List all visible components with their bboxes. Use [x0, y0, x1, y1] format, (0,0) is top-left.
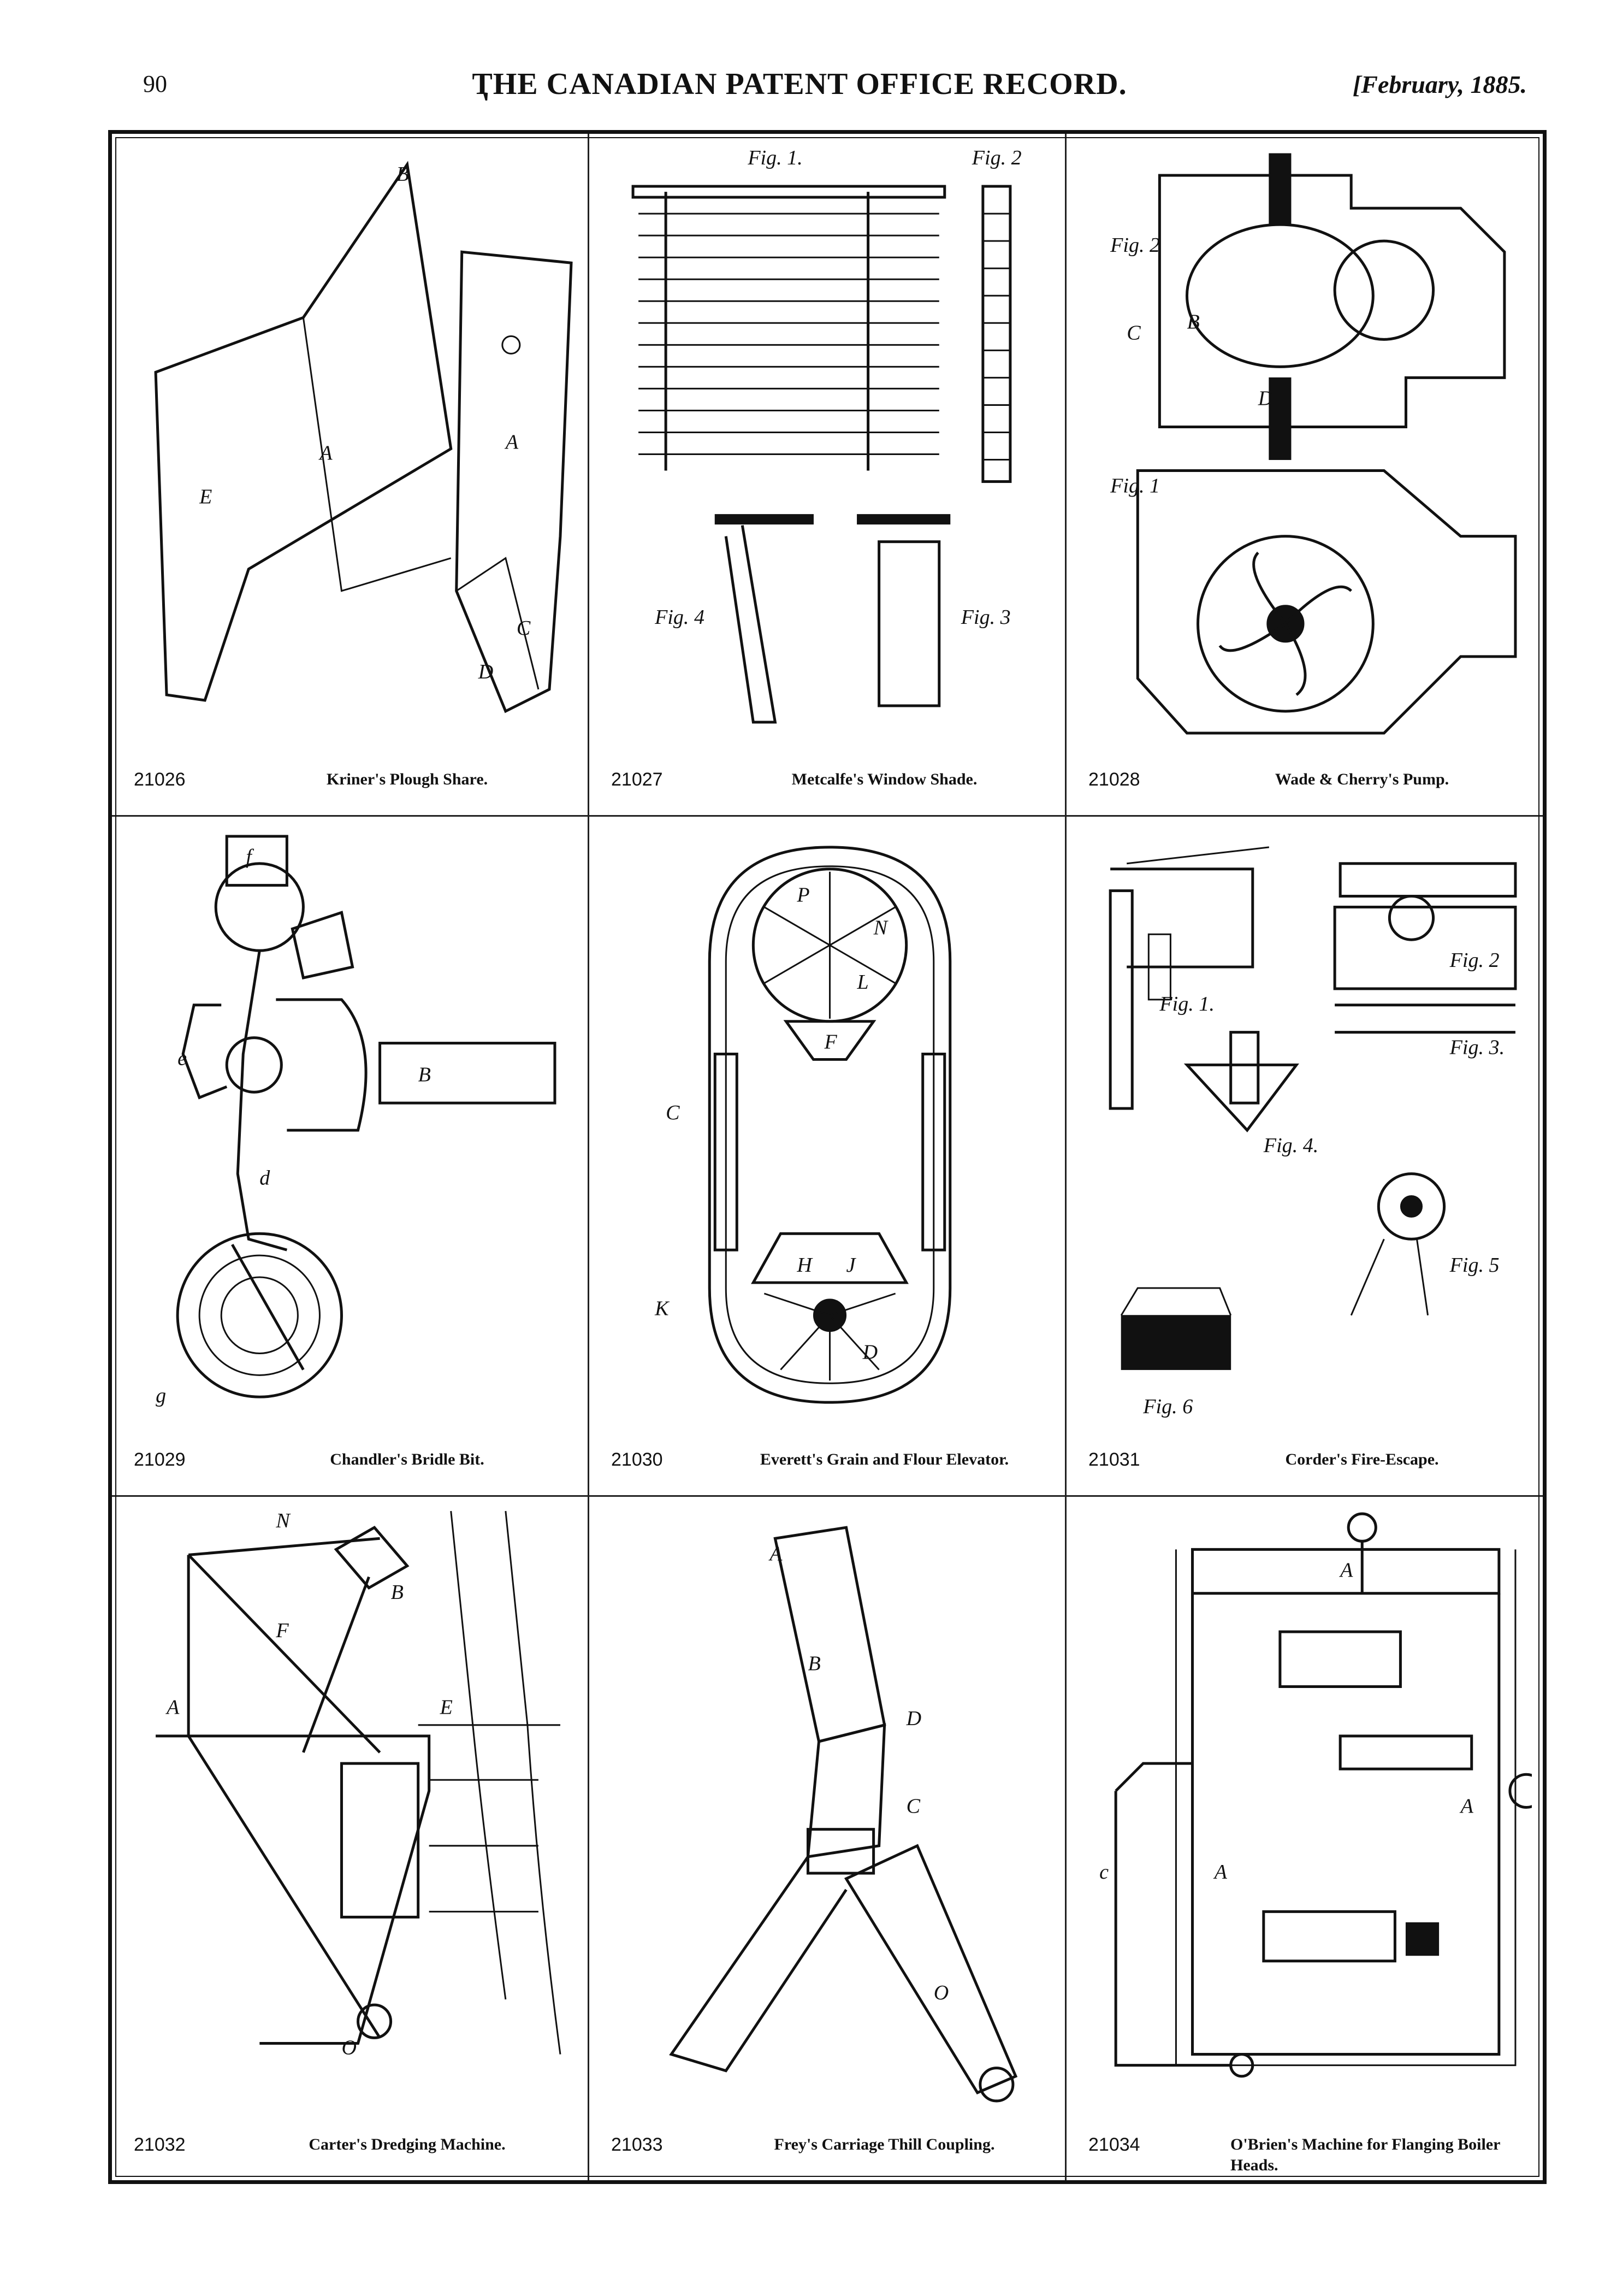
- shade-fig4-label: Fig. 4: [654, 606, 704, 629]
- patent-cell-21034: A A A c 21034 O'Brien's Machine for Flan…: [1067, 1497, 1543, 2180]
- plough-label-b: B: [396, 163, 409, 186]
- flanging-label-c: c: [1099, 1861, 1109, 1884]
- patent-title: Everett's Grain and Flour Elevator.: [760, 1450, 1009, 1468]
- patent-cell-21031: Fig. 1. Fig. 2 Fig. 3. Fig. 4. Fig. 5 Fi…: [1067, 817, 1543, 1497]
- elevator-label-h: H: [796, 1254, 813, 1277]
- plough-label-a: A: [318, 442, 333, 465]
- patent-number: 21026: [134, 769, 186, 790]
- page-number: 90: [143, 70, 167, 97]
- patent-cell-21026: B E A C D A 21026 Kriner's Plough Share.: [112, 134, 589, 817]
- bit-label-d: d: [259, 1167, 270, 1190]
- plough-label-e: E: [199, 486, 212, 509]
- issue-date: [February, 1885.: [1352, 70, 1527, 98]
- patent-title: Frey's Carriage Thill Coupling.: [774, 2135, 995, 2153]
- patent-caption: 21031 Corder's Fire-Escape.: [1088, 1427, 1526, 1482]
- flanging-machine-drawing: A A A c: [1077, 1506, 1532, 2109]
- dredge-label-e: E: [440, 1696, 453, 1719]
- patent-caption: 21026 Kriner's Plough Share.: [134, 747, 571, 802]
- shade-fig3-label: Fig. 3: [961, 606, 1011, 629]
- pump-label-b: B: [1187, 310, 1199, 333]
- patent-caption: 21034 O'Brien's Machine for Flanging Boi…: [1088, 2112, 1526, 2174]
- patent-title: Wade & Cherry's Pump.: [1275, 770, 1449, 788]
- plough-label-c: C: [517, 617, 531, 640]
- thill-coupling-drawing: A B D C O: [600, 1506, 1054, 2109]
- coupling-label-d: D: [906, 1707, 921, 1730]
- dredging-machine-drawing: N B F A E O: [123, 1506, 577, 2109]
- patent-cell-21027: Fig. 1. Fig. 2 Fig. 4 Fig. 3 21027 Metca…: [589, 134, 1067, 817]
- escape-fig4-label: Fig. 4.: [1263, 1134, 1318, 1157]
- pump-drawing: Fig. 2 Fig. 1 C B D: [1077, 143, 1532, 744]
- patent-number: 21030: [611, 1449, 663, 1470]
- patent-title: Kriner's Plough Share.: [326, 770, 488, 788]
- dredge-label-b: B: [391, 1581, 404, 1604]
- flanging-label-a2: A: [1459, 1795, 1474, 1818]
- shade-fig1-label: Fig. 1.: [747, 146, 802, 169]
- escape-fig3-label: Fig. 3.: [1449, 1036, 1505, 1059]
- coupling-label-a: A: [768, 1542, 783, 1565]
- patent-caption: 21030 Everett's Grain and Flour Elevator…: [611, 1427, 1049, 1482]
- escape-fig2-label: Fig. 2: [1449, 949, 1500, 972]
- patent-cell-21028: Fig. 2 Fig. 1 C B D 21028 Wade & Cherry'…: [1067, 134, 1543, 817]
- window-shade-drawing: Fig. 1. Fig. 2 Fig. 4 Fig. 3: [600, 143, 1054, 744]
- pump-label-c: C: [1127, 321, 1141, 344]
- pump-fig2-label: Fig. 2: [1110, 234, 1160, 257]
- coupling-label-o: O: [934, 1981, 949, 2004]
- pump-fig1-label: Fig. 1: [1110, 475, 1160, 498]
- flanging-label-a1: A: [1339, 1559, 1353, 1582]
- patent-title: Corder's Fire-Escape.: [1285, 1450, 1439, 1468]
- bit-label-g: g: [156, 1384, 166, 1407]
- patent-title: Metcalfe's Window Shade.: [791, 770, 978, 788]
- patent-caption: 21032 Carter's Dredging Machine.: [134, 2112, 571, 2167]
- escape-fig6-label: Fig. 6: [1142, 1395, 1193, 1418]
- patent-number: 21034: [1088, 2134, 1140, 2155]
- patent-caption: 21028 Wade & Cherry's Pump.: [1088, 747, 1526, 802]
- dredge-label-f: F: [275, 1619, 289, 1642]
- dredge-label-n: N: [275, 1509, 291, 1532]
- patent-number: 21029: [134, 1449, 186, 1470]
- patent-cell-21033: A B D C O 21033 Frey's Carriage Thill Co…: [589, 1497, 1067, 2180]
- elevator-label-l: L: [857, 971, 869, 994]
- bit-label-e: e: [177, 1047, 187, 1070]
- patent-title: Chandler's Bridle Bit.: [330, 1450, 484, 1468]
- patent-title: Carter's Dredging Machine.: [309, 2135, 506, 2153]
- patent-number: 21033: [611, 2134, 663, 2155]
- elevator-label-f: F: [824, 1031, 837, 1054]
- bit-label-b: B: [418, 1063, 431, 1086]
- patent-number: 21028: [1088, 769, 1140, 790]
- page-header: 90 ҬHE CANADIAN PATENT OFFICE RECORD. [F…: [0, 0, 1599, 131]
- escape-fig5-label: Fig. 5: [1449, 1254, 1500, 1277]
- plough-share-drawing: B E A C D A: [123, 143, 577, 744]
- elevator-label-k: K: [654, 1297, 670, 1320]
- patent-number: 21027: [611, 769, 663, 790]
- patent-title: O'Brien's Machine for Flanging Boiler He…: [1230, 2135, 1500, 2174]
- journal-title: ҬHE CANADIAN PATENT OFFICE RECORD.: [472, 67, 1127, 101]
- patent-caption: 21029 Chandler's Bridle Bit.: [134, 1427, 571, 1482]
- plough-label-a2: A: [504, 431, 519, 454]
- patent-cell-21030: C K P N L F H J D 21030 Everett's Grain …: [589, 817, 1067, 1497]
- bridle-bit-drawing: f B e d g: [123, 825, 577, 1424]
- coupling-label-b: B: [808, 1652, 820, 1675]
- plough-label-d: D: [478, 660, 493, 683]
- flanging-label-a3: A: [1213, 1861, 1228, 1884]
- fire-escape-drawing: Fig. 1. Fig. 2 Fig. 3. Fig. 4. Fig. 5 Fi…: [1077, 825, 1532, 1424]
- dredge-label-o: O: [341, 2036, 356, 2059]
- coupling-label-c: C: [907, 1795, 921, 1817]
- shade-fig2-label: Fig. 2: [972, 146, 1022, 169]
- escape-fig1-label: Fig. 1.: [1159, 993, 1214, 1016]
- pump-label-d: D: [1258, 387, 1274, 410]
- patent-caption: 21027 Metcalfe's Window Shade.: [611, 747, 1049, 802]
- dredge-label-a: A: [165, 1696, 180, 1719]
- patent-number: 21031: [1088, 1449, 1140, 1470]
- patent-caption: 21033 Frey's Carriage Thill Coupling.: [611, 2112, 1049, 2167]
- patent-number: 21032: [134, 2134, 186, 2155]
- elevator-label-c: C: [666, 1101, 680, 1124]
- patent-cell-21029: f B e d g 21029 Chandler's Bridle Bit.: [112, 817, 589, 1497]
- elevator-label-d: D: [862, 1341, 878, 1364]
- elevator-label-n: N: [873, 916, 889, 939]
- elevator-label-p: P: [796, 884, 809, 907]
- grain-elevator-drawing: C K P N L F H J D: [600, 825, 1054, 1424]
- patent-cell-21032: N B F A E O 21032 Carter's Dredging Mach…: [112, 1497, 589, 2180]
- elevator-label-j: J: [846, 1254, 857, 1277]
- patent-plate: B E A C D A 21026 Kriner's Plough Share.: [108, 130, 1547, 2184]
